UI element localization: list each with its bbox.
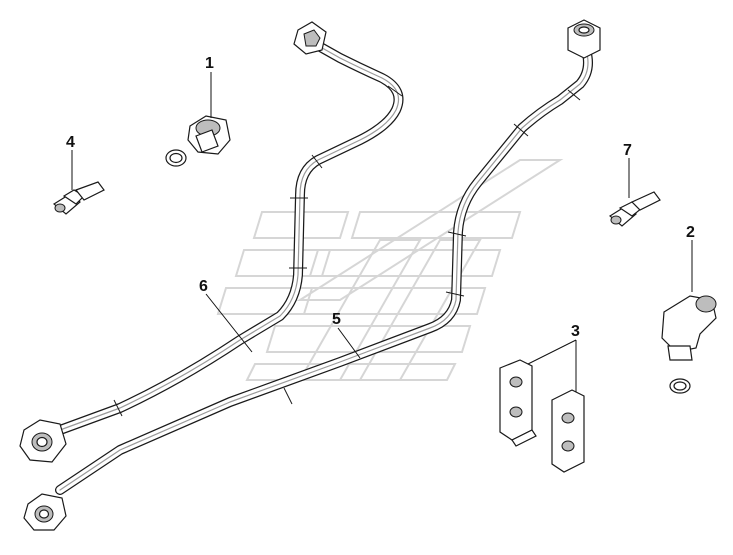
callout-7: 7 bbox=[623, 142, 632, 159]
bolt-part-4 bbox=[52, 181, 105, 215]
watermark-logo bbox=[216, 159, 564, 381]
callout-6: 6 bbox=[199, 278, 208, 295]
clamp-part-3 bbox=[499, 359, 585, 473]
fuel-line-part-5 bbox=[23, 19, 601, 531]
fitting-part-1 bbox=[165, 115, 231, 167]
top-nut-part-5 bbox=[567, 19, 601, 59]
bottom-nut-part-6 bbox=[19, 419, 67, 463]
bottom-nut-part-5 bbox=[23, 493, 67, 531]
elbow-fitting-part-2 bbox=[661, 295, 717, 394]
callout-5: 5 bbox=[332, 311, 341, 328]
fuel-line-part-6 bbox=[19, 21, 404, 463]
bolt-part-7 bbox=[608, 191, 661, 227]
callout-1: 1 bbox=[205, 55, 214, 72]
callout-4: 4 bbox=[66, 134, 75, 151]
top-nut-part-6 bbox=[293, 21, 327, 55]
callout-3: 3 bbox=[571, 323, 580, 340]
callout-2: 2 bbox=[686, 224, 695, 241]
leader-lines bbox=[71, 72, 693, 392]
